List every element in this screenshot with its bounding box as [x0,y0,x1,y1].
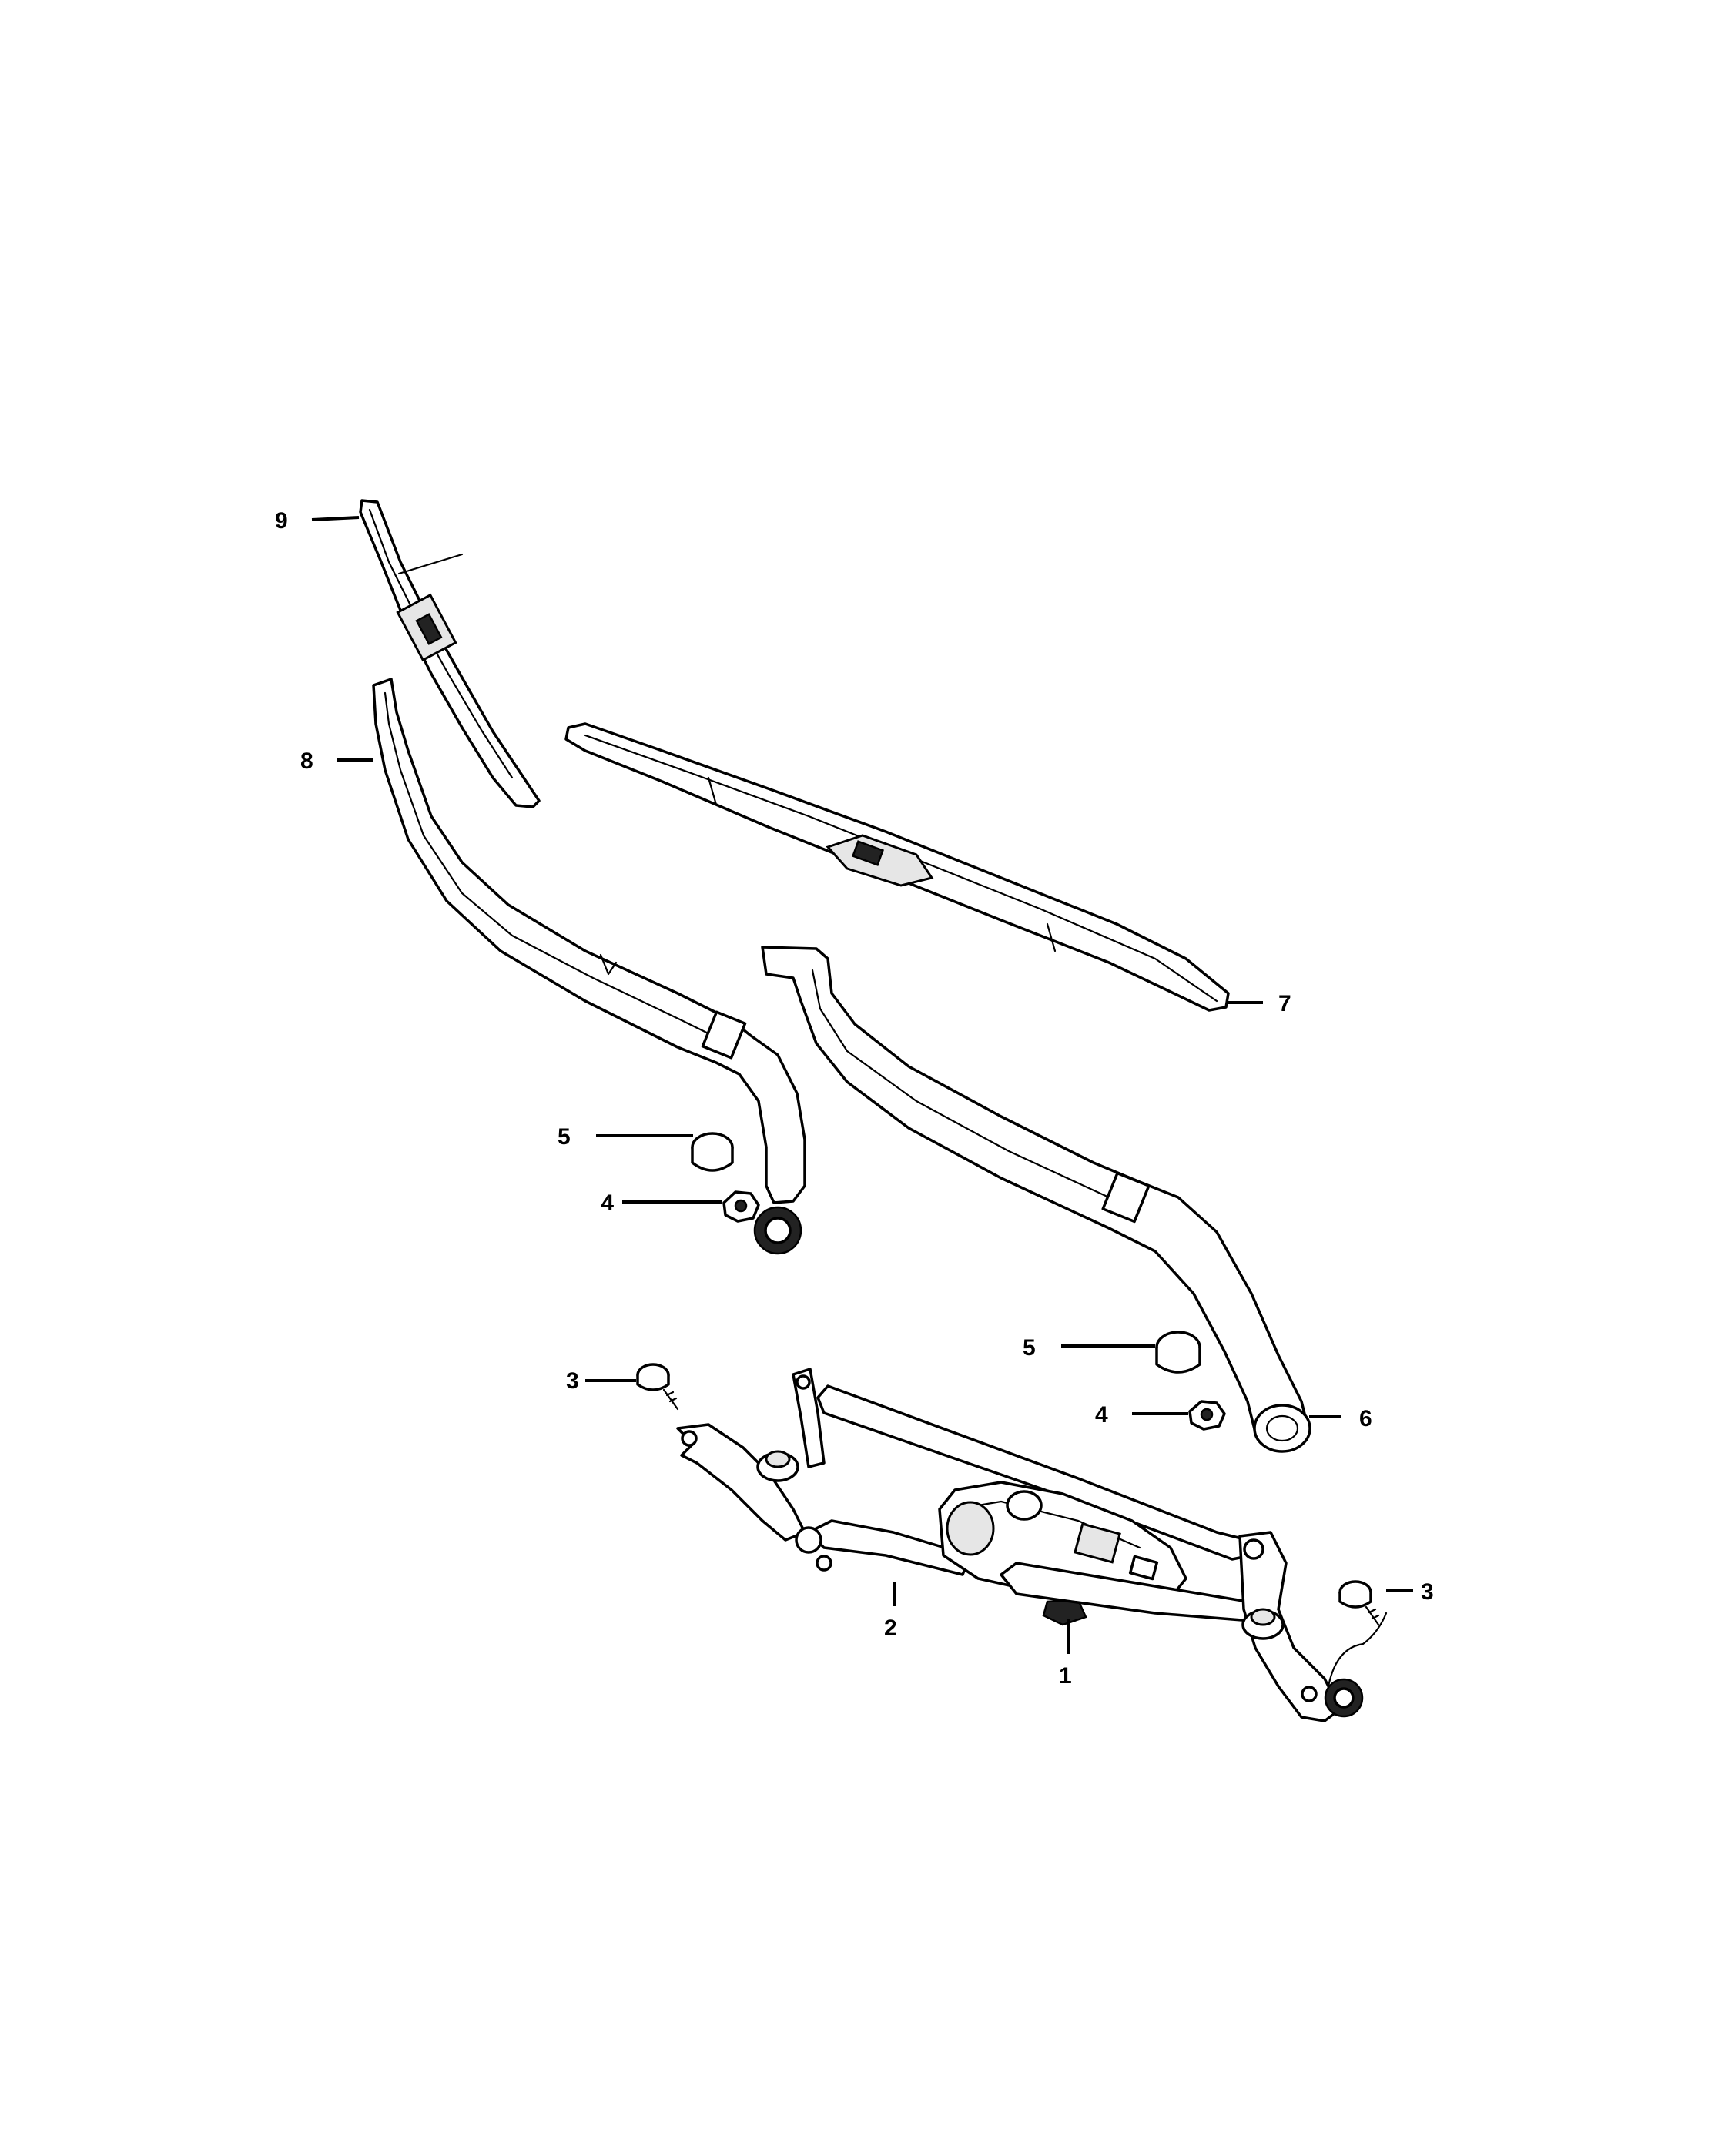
callout-4-lower: 4 [1095,1402,1108,1428]
part-7-wiper-blade-long [564,722,1230,1012]
part-3-bolt-left [636,1363,679,1411]
callout-5-lower: 5 [1023,1335,1036,1361]
part-4-nut-right [1188,1400,1226,1431]
callout-8: 8 [300,748,313,774]
part-8-wiper-arm-left [372,678,806,1255]
leader-lines [311,516,1413,1654]
part-5-cap-right [1155,1331,1201,1374]
part-9-wiper-blade-short [359,499,541,808]
callout-4-upper: 4 [601,1190,614,1216]
callout-5-upper: 5 [558,1124,571,1150]
part-5-cap-left [691,1132,734,1172]
part-1-2-wiper-linkage-assembly [676,1368,1388,1722]
callout-labels: 9 8 7 5 4 5 4 6 3 3 2 1 [275,508,1434,1689]
callout-6: 6 [1359,1406,1372,1431]
callout-3-left: 3 [566,1368,579,1394]
callout-9: 9 [275,508,288,534]
callout-1: 1 [1059,1663,1072,1689]
part-6-wiper-arm-right [761,946,1311,1453]
part-3-bolt-right [1338,1580,1380,1626]
callout-2: 2 [884,1615,897,1641]
callout-7: 7 [1278,991,1291,1016]
part-4-nut-left [722,1190,760,1223]
callout-3-right: 3 [1421,1579,1434,1605]
